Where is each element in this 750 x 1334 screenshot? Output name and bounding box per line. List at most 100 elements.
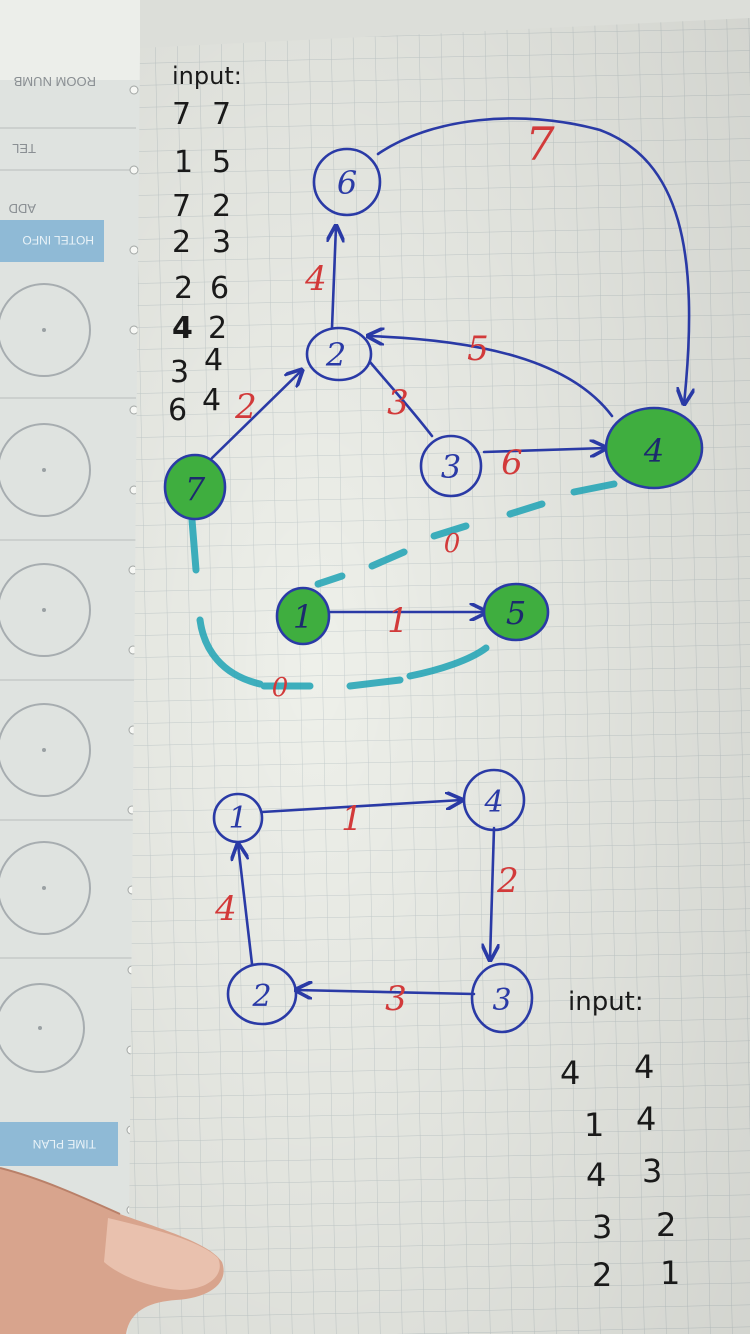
input-row-left: 1 (174, 145, 193, 180)
node-6-label: 6 (337, 164, 357, 202)
weight-3-4: 6 (501, 443, 523, 483)
weight-2-1: 4 (214, 889, 237, 929)
time-plan-label: TIME PLAN (33, 1137, 96, 1151)
graph-two: 1 4 3 2 1 2 3 4 input: 4 4 1 4 4 3 3 2 2… (212, 768, 680, 1294)
node-7 (163, 453, 227, 521)
node-2-label: 2 (325, 336, 346, 374)
input-row-right: 1 (660, 1254, 680, 1292)
dashed-weight-upper: 0 (444, 529, 461, 559)
edge-4-to-3 (490, 826, 494, 960)
input-row-right: 4 (202, 383, 221, 418)
node-4 (604, 406, 704, 490)
weight-6-4: 7 (525, 117, 555, 171)
weight-7-2: 2 (234, 387, 257, 427)
room-number-label: ROOM NUMB (14, 74, 96, 89)
add-label: ADD (9, 201, 36, 216)
edge-3-to-4 (482, 448, 606, 452)
node-7-label: 7 (185, 470, 206, 508)
graph-one-weights: 7 4 2 3 6 5 1 0 0 (234, 117, 555, 703)
node-4 (462, 768, 526, 832)
node-4-label: 4 (643, 432, 664, 470)
input-row-left: 4 (586, 1156, 606, 1194)
node-1 (212, 792, 264, 844)
input-row-right: 6 (210, 271, 229, 306)
graph-two-weights: 1 2 3 4 (214, 799, 519, 1019)
left-page: ROOM NUMB TEL ADD HOTEL INFO (0, 0, 140, 1334)
dashed-connections (188, 480, 618, 690)
input-row-right: 2 (656, 1206, 676, 1244)
input-row-left: 2 (592, 1256, 612, 1294)
input-label: input: (172, 62, 242, 90)
clock-face-icon (0, 283, 91, 377)
edge-4-to-2 (368, 336, 614, 418)
edge-2-to-1 (238, 844, 254, 966)
weight-4-3: 2 (496, 861, 519, 901)
input-row-right: 2 (212, 189, 231, 224)
input-row-right: 5 (212, 145, 231, 180)
edge-2-to-3 (368, 360, 434, 438)
clock-face-icon (0, 423, 91, 517)
node-1 (275, 586, 331, 646)
clock-face-icon (0, 841, 91, 935)
input-row-left: 3 (170, 355, 189, 390)
clock-face-icon (0, 563, 91, 657)
hotel-info-label: HOTEL INFO (22, 233, 94, 247)
node-1-label: 1 (228, 801, 247, 836)
input-row-right: 3 (642, 1152, 662, 1190)
dashed-weight-lower: 0 (272, 673, 289, 703)
input-row-left: 6 (168, 393, 187, 428)
weight-1-4: 1 (341, 799, 363, 839)
edge-3-to-2 (296, 990, 476, 994)
input-row-left: 2 (172, 225, 191, 260)
node-2-label: 2 (251, 979, 271, 1014)
node-1-label: 1 (293, 598, 313, 636)
input-row-right: 4 (204, 343, 223, 378)
weight-1-5: 1 (387, 601, 409, 641)
clock-face-icon (0, 983, 85, 1073)
edge-2-to-6 (332, 226, 336, 330)
input-row-right: 4 (634, 1048, 654, 1086)
graph-one-edges (210, 117, 689, 612)
input-row-left: 2 (174, 271, 193, 306)
graph-two-nodes (212, 768, 534, 1034)
graph-one-node-labels: 6 2 3 4 7 1 5 (185, 164, 664, 636)
node-3 (419, 434, 483, 498)
input-row-right: 2 (208, 311, 227, 346)
node-3-label: 3 (441, 448, 461, 486)
node-5-label: 5 (506, 594, 526, 632)
input-row-right: 3 (212, 225, 231, 260)
input-row-left: 7 (172, 97, 191, 132)
weight-2-3: 3 (387, 383, 409, 423)
clock-face-icon (0, 703, 91, 797)
node-4-label: 4 (483, 785, 503, 820)
weight-2-6: 4 (304, 259, 327, 299)
node-2 (226, 962, 298, 1026)
graph-two-node-labels: 1 4 3 2 (228, 785, 511, 1018)
finger-icon (0, 1167, 224, 1334)
node-5 (482, 582, 550, 642)
node-2 (305, 326, 373, 382)
input-label: input: (568, 987, 644, 1017)
input-row-right: 7 (212, 97, 231, 132)
input-list-two: input: 4 4 1 4 4 3 3 2 2 1 (560, 987, 680, 1294)
tel-label: TEL (12, 141, 36, 156)
edge-6-to-4 (376, 117, 689, 404)
edge-1-to-4 (260, 800, 462, 814)
edge-7-to-2 (210, 370, 302, 460)
input-row-right: 4 (636, 1100, 656, 1138)
input-row-left: 4 (172, 311, 193, 346)
graph-one-nodes (163, 147, 704, 646)
graph-one: input: 7 7 1 5 7 2 2 3 2 6 4 2 3 4 6 4 (163, 62, 704, 703)
input-row-left: 1 (584, 1106, 604, 1144)
input-row-left: 4 (560, 1054, 580, 1092)
clock-face-icons (0, 283, 91, 1073)
weight-4-2: 5 (467, 329, 489, 369)
input-row-left: 3 (592, 1208, 612, 1246)
input-row-left: 7 (172, 189, 191, 224)
node-6 (312, 147, 382, 217)
graph-two-edges (238, 800, 494, 994)
node-3-label: 3 (492, 983, 511, 1018)
input-list-one: input: 7 7 1 5 7 2 2 3 2 6 4 2 3 4 6 4 (168, 62, 242, 428)
node-3 (470, 962, 534, 1034)
